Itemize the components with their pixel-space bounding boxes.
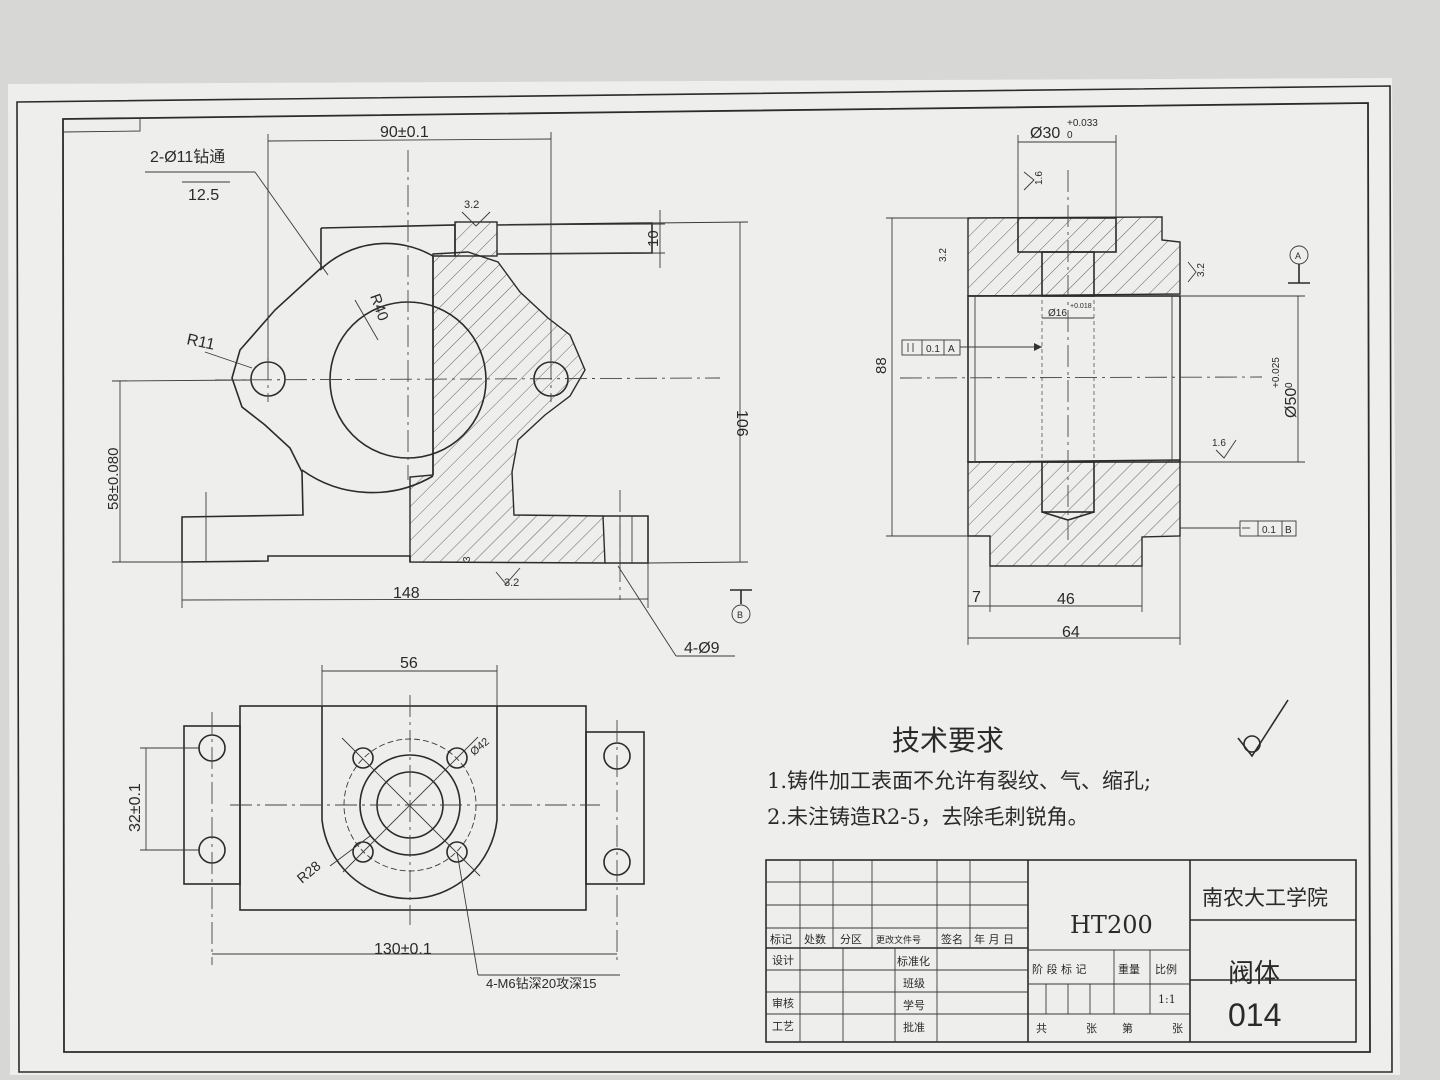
sheet-unit-2: 张	[1172, 1022, 1183, 1035]
tol-frame-value: 0.1	[926, 344, 940, 355]
dim-phi30-tol-low: 0	[1067, 130, 1073, 141]
dim-90: 90±0.1	[380, 124, 429, 141]
note-2: 2.未注铸造R2-5，去除毛刺锐角。	[767, 805, 1089, 829]
corner-box	[62, 118, 141, 133]
dim-7: 7	[972, 589, 981, 606]
material: HT200	[1070, 911, 1153, 939]
school-name: 南农大工学院	[1202, 886, 1328, 910]
hdr-count: 处数	[804, 933, 826, 946]
scale-label: 比例	[1155, 962, 1177, 976]
row-process: 工艺	[772, 1020, 794, 1033]
side-view: Ø30 +0.033 0 1.6 3.2 3.2 Ø16 +0.018 88 0…	[873, 118, 1310, 645]
hdr-change: 更改文件号	[876, 934, 921, 946]
roughness-hole: 12.5	[188, 187, 219, 204]
rough-top: 3.2	[464, 199, 479, 211]
dim-4-phi9: 4-Ø9	[684, 640, 720, 657]
tol-frame2-datum: B	[1285, 525, 1292, 536]
dim-88: 88	[873, 357, 890, 374]
rough-left: 3.2	[938, 248, 949, 262]
rough-main: 1.6	[1212, 438, 1226, 449]
dim-106: 106	[733, 410, 750, 437]
dim-phi16: Ø16	[1048, 308, 1067, 319]
dim-phi30-tol: +0.033	[1067, 118, 1098, 129]
dim-130: 130±0.1	[374, 941, 432, 958]
drawing-number: 014	[1228, 997, 1281, 1033]
dim-m6: 4-M6钻深20攻深15	[486, 976, 597, 991]
rough-right: 3.2	[1196, 263, 1207, 277]
dim-46: 46	[1057, 591, 1075, 608]
tol-frame2-value: 0.1	[1262, 525, 1276, 536]
datum-a: A	[1295, 251, 1301, 261]
row-design: 设计	[772, 954, 794, 967]
hdr-date: 年 月 日	[974, 932, 1014, 946]
weight-label: 重量	[1118, 962, 1140, 976]
row-review: 审核	[772, 996, 794, 1010]
part-name: 阀体	[1228, 959, 1280, 989]
dim-r11: R11	[185, 331, 216, 354]
hdr-zone: 分区	[840, 933, 862, 946]
dim-phi30: Ø30	[1030, 125, 1060, 142]
sheet-no-label: 第	[1122, 1021, 1133, 1035]
tol-frame-datum: A	[948, 344, 955, 355]
top-view: 56 32±0.1 Ø42 R28 130±0.1 4-M6钻深20攻深15	[127, 655, 645, 991]
dim-32: 32±0.1	[127, 783, 144, 832]
rough-bore-top: 1.6	[1034, 171, 1045, 185]
sheet-unit-1: 张	[1086, 1022, 1097, 1035]
dim-58: 58±0.080	[105, 448, 122, 510]
scale-value: 1:1	[1158, 993, 1176, 1006]
hdr-sign: 签名	[941, 932, 963, 946]
paper-sheet	[8, 78, 1400, 1075]
outer-border	[16, 85, 1393, 1073]
sheet-total-label: 共	[1036, 1022, 1047, 1035]
dim-phi50-tol-low: 0	[1284, 382, 1295, 388]
dim-phi50: Ø50	[1283, 388, 1300, 418]
dim-phi50-tol: +0.025	[1271, 357, 1282, 388]
dim-10: 10	[645, 230, 662, 247]
technical-notes: 技术要求 1.铸件加工表面不允许有裂纹、气、缩孔; 2.未注铸造R2-5，去除毛…	[767, 699, 1289, 829]
rough-base: 3.2	[504, 577, 519, 589]
dim-3: 3	[462, 556, 473, 562]
datum-b: B	[737, 610, 743, 620]
stage-mark: 阶 段 标 记	[1032, 962, 1087, 976]
dim-64: 64	[1062, 624, 1080, 641]
row-standard: 标准化	[897, 954, 930, 968]
dim-phi16-tol: +0.018	[1070, 303, 1092, 310]
hdr-mark: 标记	[770, 932, 792, 946]
dim-56: 56	[400, 655, 418, 672]
notes-title: 技术要求	[892, 724, 1004, 757]
inner-border	[62, 102, 1371, 1053]
row-class: 班级	[903, 977, 925, 990]
title-block: 标记 处数 分区 更改文件号 签名 年 月 日 设计 标准化 班级 审核 学号 …	[765, 859, 1357, 1043]
note-1: 1.铸件加工表面不允许有裂纹、气、缩孔;	[767, 769, 1151, 793]
front-view: 90±0.1 2-Ø11钻通 12.5 R40 R11 3.2 10 106 5…	[105, 124, 752, 657]
row-student-no: 学号	[903, 998, 925, 1012]
row-approve: 批准	[903, 1020, 925, 1034]
dim-holes-drill: 2-Ø11钻通	[150, 148, 225, 166]
dim-148: 148	[393, 585, 420, 602]
